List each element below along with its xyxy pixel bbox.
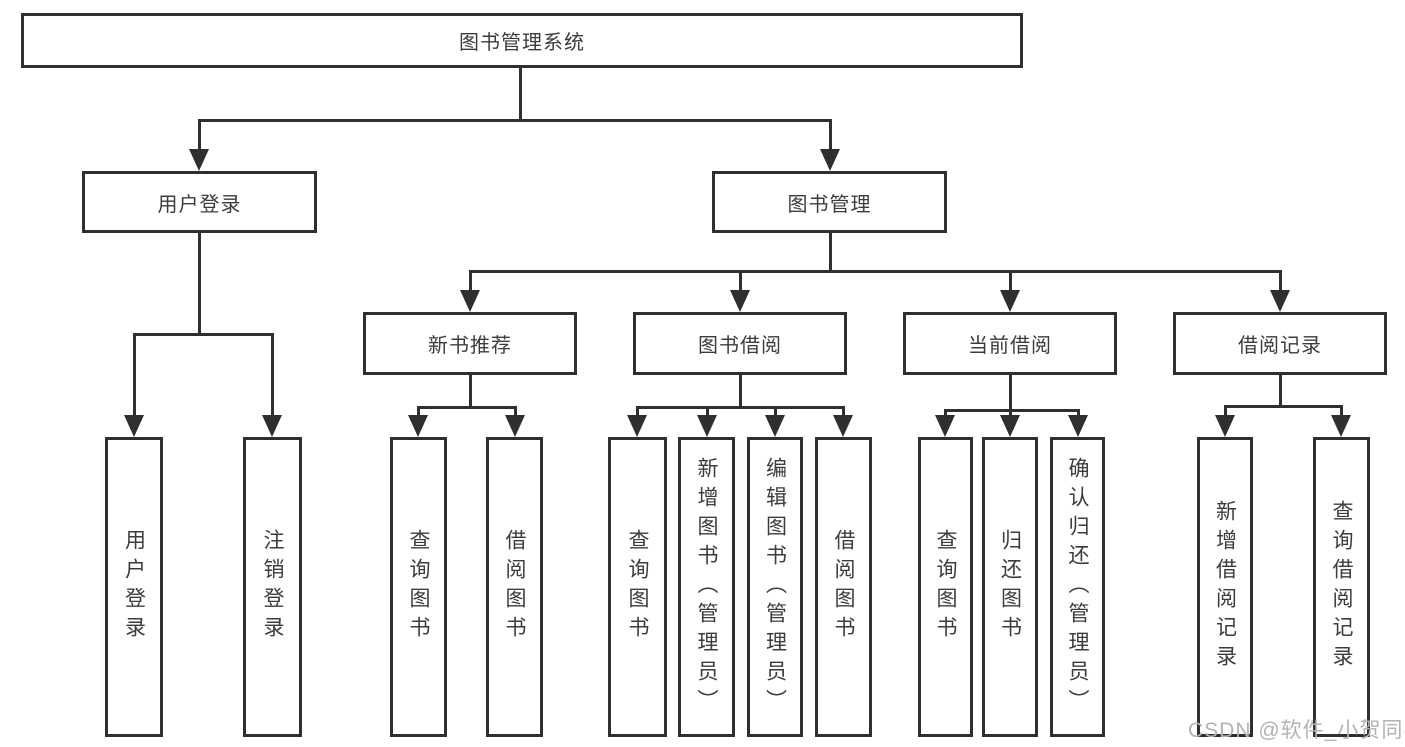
node-label: 新增图书（管理员） [695,456,718,718]
node-user-login: 用户登录 [82,171,317,233]
node-leaf-bb-add-books-admin: 新增图书（管理员） [678,437,735,737]
connector-line [636,406,845,409]
node-label: 借阅图书 [503,529,526,645]
connector-arrowhead-icon [505,415,525,437]
connector-line [829,119,832,151]
connector-line [417,406,517,409]
connector-line [1009,409,1012,417]
connector-line [636,406,639,417]
connector-line [469,375,472,409]
connector-arrowhead-icon [124,415,144,437]
connector-arrowhead-icon [627,415,647,437]
connector-line [1279,375,1282,408]
connector-line [944,409,1080,412]
node-label: 当前借阅 [968,335,1052,357]
connector-line [842,406,845,417]
connector-line [469,270,1282,273]
connector-line [706,406,709,417]
node-borrowing-records: 借阅记录 [1173,312,1387,375]
connector-line [1340,405,1343,417]
connector-arrowhead-icon [1000,290,1020,312]
node-label: 用户登录 [122,529,146,645]
connector-arrowhead-icon [765,415,785,437]
connector-arrowhead-icon [1270,290,1290,312]
connector-line [133,333,136,417]
connector-arrowhead-icon [262,415,282,437]
connector-arrowhead-icon [1000,415,1020,437]
node-label: 借阅记录 [1238,335,1322,357]
connector-line [1077,409,1080,417]
connector-line [198,233,201,335]
node-leaf-cb-return-books: 归还图书 [982,437,1038,737]
node-leaf-bb-query-books: 查询图书 [608,437,667,737]
connector-line [774,406,777,417]
connector-line [829,233,832,273]
node-leaf-cb-confirm-return-admin: 确认归还（管理员） [1050,437,1105,737]
connector-line [417,406,420,417]
connector-arrowhead-icon [1215,415,1235,437]
connector-arrowhead-icon [189,149,209,171]
connector-arrowhead-icon [1068,415,1088,437]
node-label: 新增借阅记录 [1213,500,1237,674]
connector-line [739,270,742,292]
node-label: 查询借阅记录 [1330,500,1353,674]
node-label: 图书管理系统 [459,32,585,54]
connector-line [519,68,522,120]
connector-line [469,270,472,292]
connector-arrowhead-icon [730,290,750,312]
connector-line [271,333,274,417]
node-label: 图书借阅 [698,335,782,357]
connector-line [1009,375,1012,412]
node-label: 注销登录 [261,529,284,645]
connector-arrowhead-icon [1331,415,1351,437]
connector-line [1279,270,1282,292]
node-label: 查询图书 [407,529,430,645]
node-leaf-br-add-record: 新增借阅记录 [1197,437,1253,737]
node-library-management-system: 图书管理系统 [21,13,1023,68]
node-new-book-recommendation: 新书推荐 [363,312,577,375]
node-label: 借阅图书 [832,529,855,645]
node-label: 用户登录 [157,193,242,216]
node-leaf-bb-edit-books-admin: 编辑图书（管理员） [747,437,803,737]
connector-arrowhead-icon [697,415,717,437]
node-leaf-bb-borrow-books: 借阅图书 [815,437,872,737]
node-book-management: 图书管理 [712,171,947,233]
connector-line [1009,270,1012,292]
node-label: 确认归还（管理员） [1066,456,1089,718]
node-leaf-cb-query-books: 查询图书 [918,437,973,737]
connector-arrowhead-icon [935,415,955,437]
node-label: 归还图书 [998,529,1022,645]
node-current-borrowing: 当前借阅 [903,312,1117,375]
node-leaf-br-query-record: 查询借阅记录 [1313,437,1370,737]
connector-arrowhead-icon [408,415,428,437]
connector-line [198,119,201,151]
node-book-borrowing: 图书借阅 [633,312,847,375]
node-leaf-user-login: 用户登录 [105,437,163,737]
connector-arrowhead-icon [833,415,853,437]
connector-arrowhead-icon [820,149,840,171]
connector-arrowhead-icon [460,290,480,312]
connector-line [739,375,742,409]
csdn-watermark: CSDN @软件_小贺同学 [1188,719,1405,742]
connector-line [944,409,947,417]
connector-line [1224,405,1343,408]
connector-line [1224,405,1227,417]
node-leaf-nb-query-books: 查询图书 [390,437,447,737]
connector-line [198,119,832,122]
node-label: 新书推荐 [428,335,512,357]
node-label: 编辑图书（管理员） [763,456,787,718]
node-label: 查询图书 [934,529,957,645]
node-label: 图书管理 [787,193,872,216]
node-label: 查询图书 [626,529,649,645]
connector-line [514,406,517,417]
node-leaf-nb-borrow-books: 借阅图书 [486,437,543,737]
node-leaf-logout: 注销登录 [243,437,302,737]
connector-line [133,333,274,336]
